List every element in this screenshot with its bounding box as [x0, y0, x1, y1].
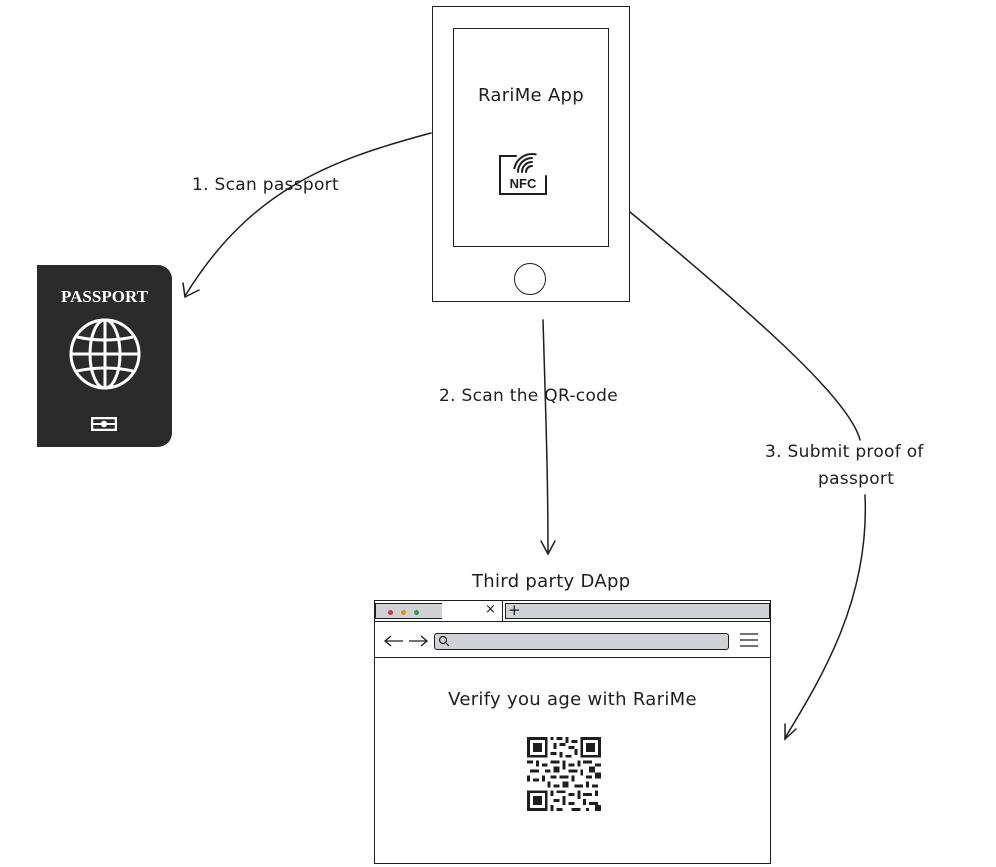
back-arrow-icon[interactable] [384, 635, 404, 647]
search-icon [438, 635, 450, 647]
arrowhead-submit-proof [784, 723, 797, 741]
nfc-icon: NFC [498, 142, 560, 208]
qr-code [527, 737, 601, 811]
phone-device: RariMe App NFC [432, 6, 630, 302]
browser-window: × + Verify you age with RariMe [374, 600, 771, 864]
app-title: RariMe App [477, 85, 585, 106]
nfc-label: NFC [510, 176, 537, 191]
arrow-submit-proof-lower [784, 494, 867, 739]
menu-icon[interactable] [740, 633, 758, 648]
forward-arrow-icon[interactable] [408, 635, 428, 647]
arrow-submit-proof [629, 211, 861, 441]
window-controls [375, 603, 443, 619]
chip-icon [91, 417, 117, 431]
globe-icon [69, 318, 141, 390]
address-bar[interactable] [434, 633, 729, 650]
arrow-scan-qr [542, 319, 549, 554]
arrowhead-scan-qr [540, 540, 556, 556]
tab-strip: + [505, 601, 770, 619]
step-2-label: 2. Scan the QR-code [439, 386, 618, 406]
verify-heading: Verify you age with RariMe [448, 689, 697, 710]
step-1-label: 1. Scan passport [192, 175, 339, 195]
tab-active[interactable]: × [442, 601, 503, 621]
nav-bar [375, 625, 770, 658]
tab-close-icon[interactable]: × [485, 602, 496, 617]
new-tab-icon[interactable]: + [508, 601, 521, 619]
passport-booklet: PASSPORT [37, 265, 172, 447]
maximize-dot[interactable] [414, 610, 419, 615]
dapp-title: Third party DApp [472, 571, 631, 592]
arrowhead-scan-passport [182, 282, 200, 299]
home-button [514, 263, 546, 295]
passport-title: PASSPORT [61, 287, 148, 306]
step-3-label-line1: 3. Submit proof of [765, 442, 924, 462]
minimize-dot[interactable] [401, 610, 406, 615]
arrow-scan-passport [184, 132, 432, 297]
step-3-label-line2: passport [818, 469, 895, 489]
tab-bar: × + [375, 601, 770, 622]
close-dot[interactable] [388, 610, 393, 615]
phone-screen: RariMe App NFC [453, 28, 609, 247]
